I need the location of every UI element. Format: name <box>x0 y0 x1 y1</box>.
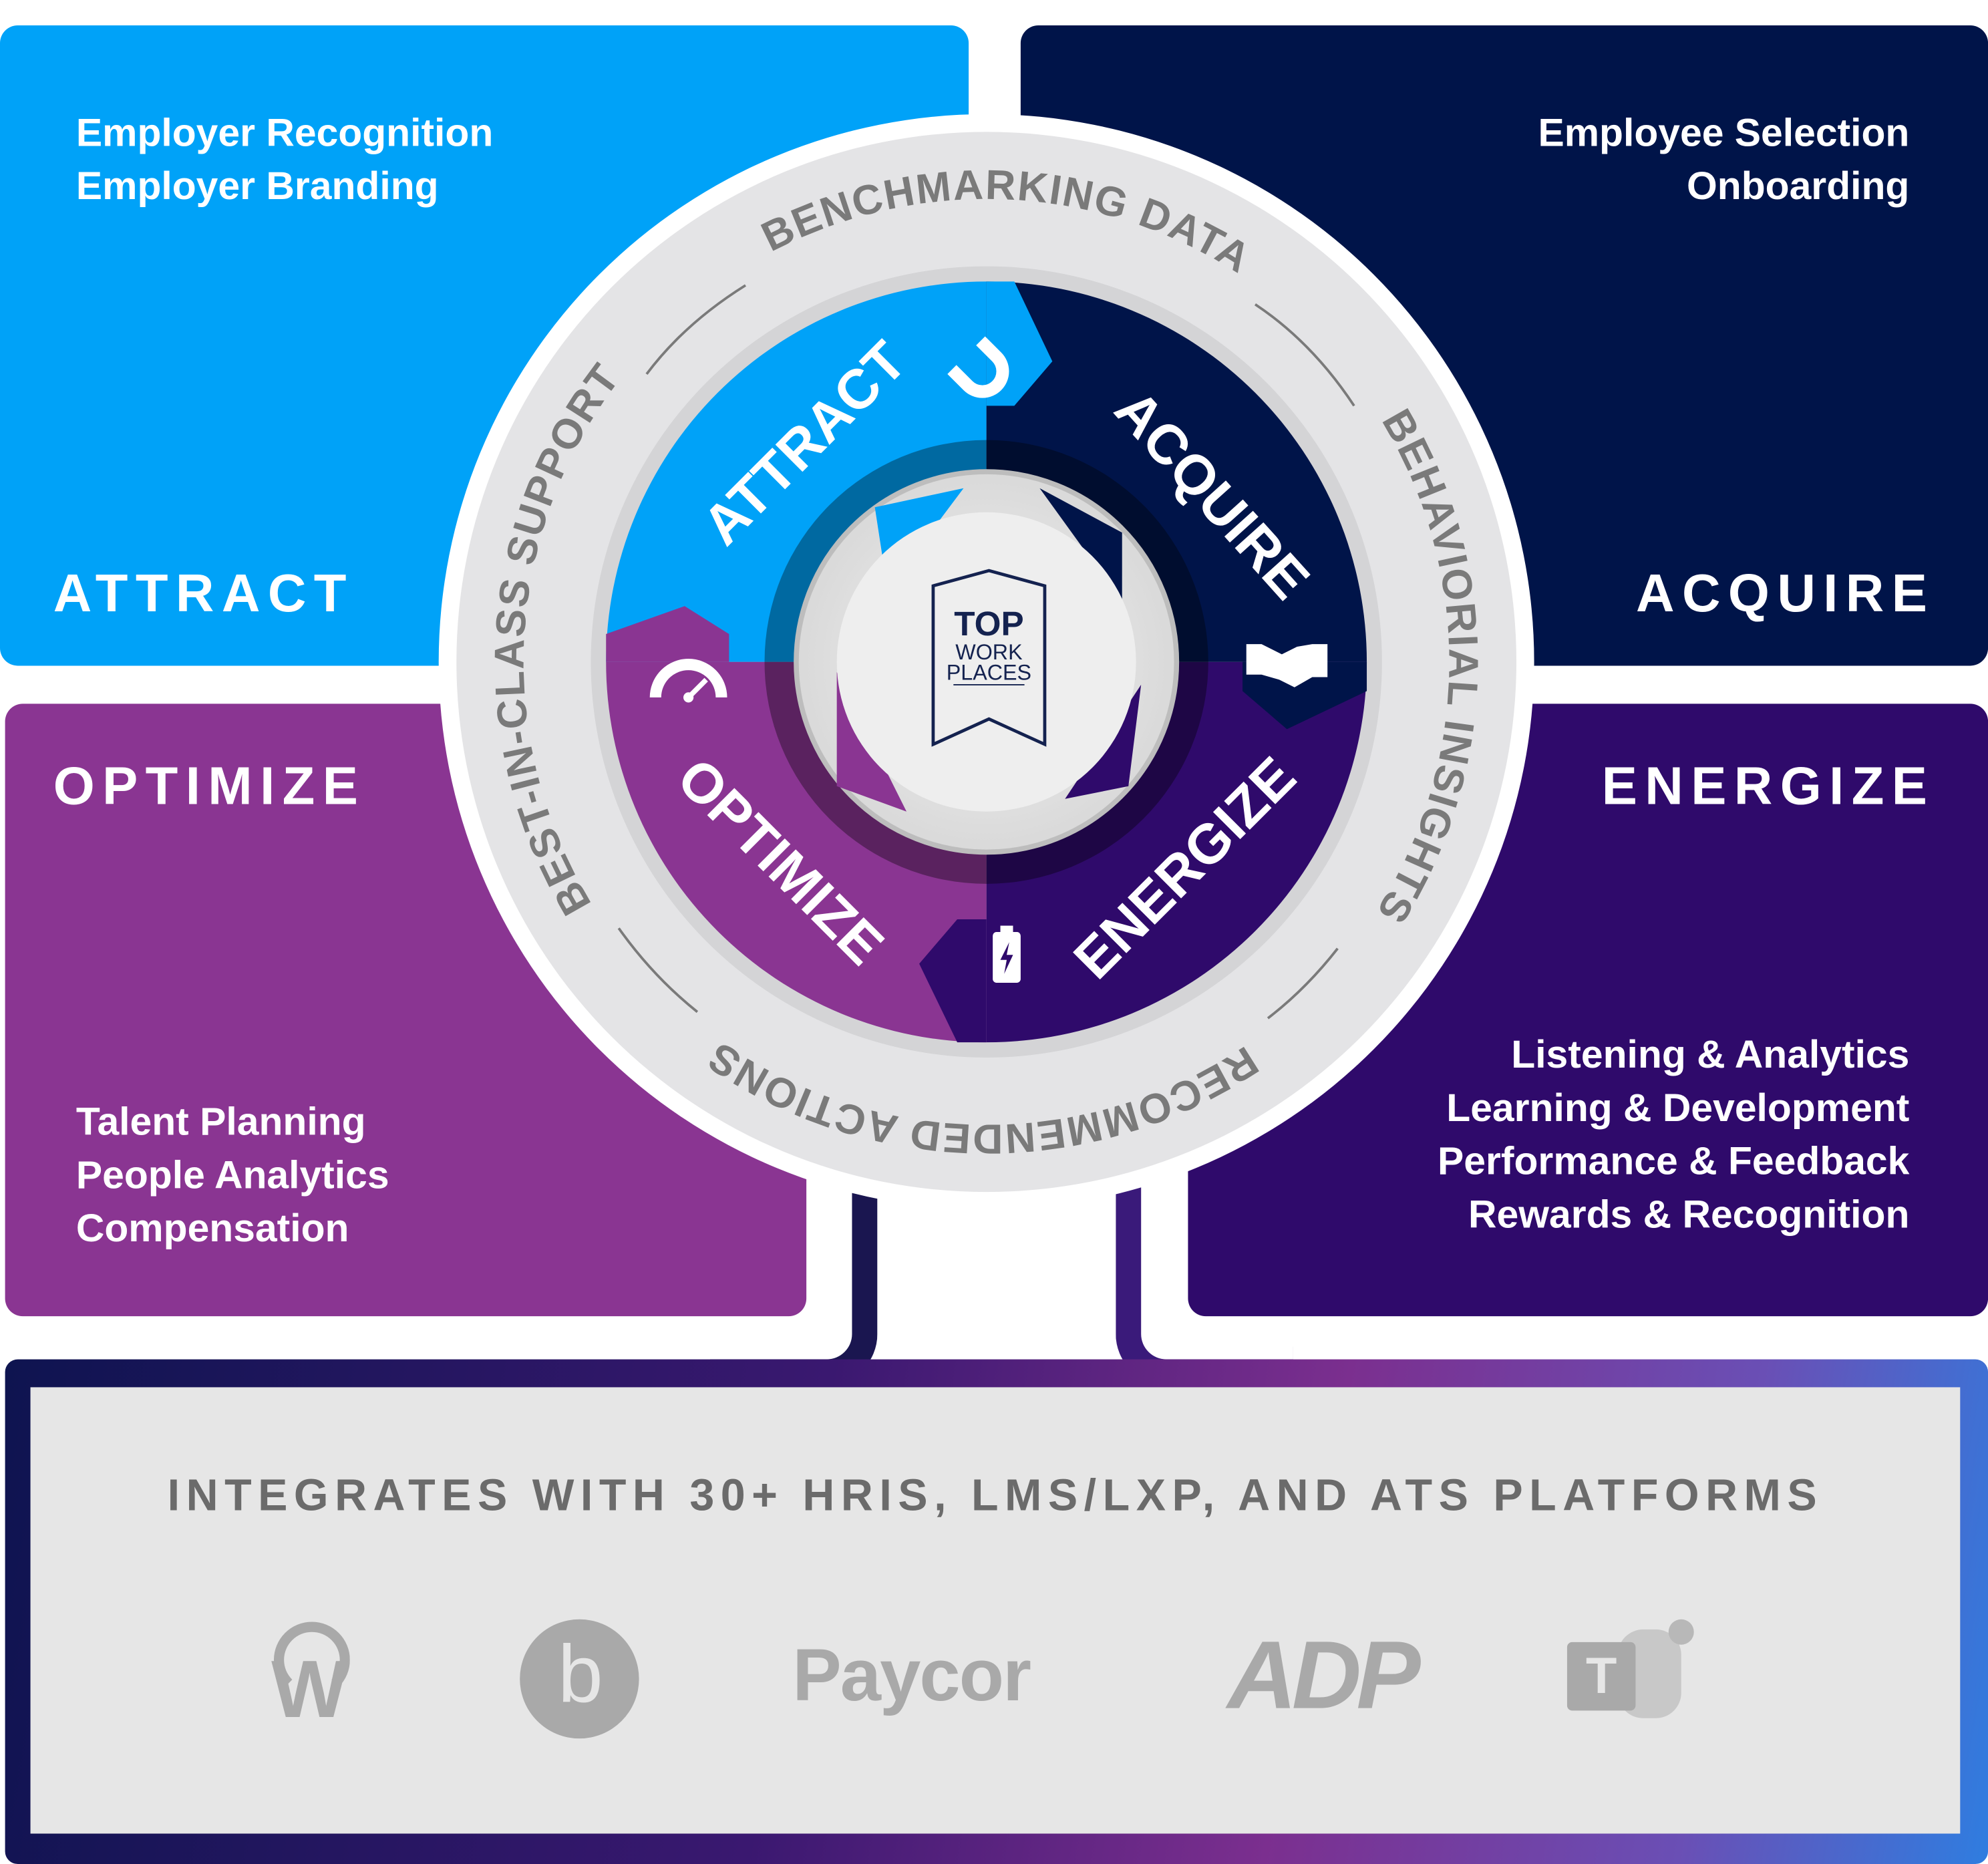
list-item: Employee Selection <box>1538 110 1910 155</box>
gauge-icon <box>649 659 727 703</box>
list-item: Compensation <box>75 1205 349 1251</box>
list-item: People Analytics <box>75 1152 389 1197</box>
list-item: Listening & Analytics <box>1511 1032 1910 1077</box>
list-item: Employer Branding <box>75 163 439 208</box>
optimize-list: Talent Planning People Analytics Compens… <box>76 1096 389 1255</box>
list-item: Onboarding <box>1686 163 1910 208</box>
workday-logo: W <box>267 1617 368 1734</box>
battery-icon <box>993 925 1021 983</box>
badge-top: TOP <box>954 605 1023 643</box>
optimize-title: OPTIMIZE <box>53 756 366 816</box>
bamboohr-logo-text: b <box>558 1628 603 1720</box>
paycor-logo: Paycor <box>792 1634 1031 1717</box>
teams-logo: T <box>1566 1617 1694 1731</box>
list-item: Rewards & Recognition <box>1468 1192 1910 1237</box>
integrations-heading: INTEGRATES WITH 30+ HRIS, LMS/LXP, AND A… <box>167 1470 1824 1521</box>
teams-logo-text: T <box>1566 1642 1636 1711</box>
bamboohr-logo: b <box>520 1619 639 1739</box>
acquire-list: Employee Selection Onboarding <box>1538 106 1909 212</box>
adp-logo: ADP <box>1227 1621 1420 1730</box>
magnet-icon <box>947 336 1009 398</box>
list-item: Learning & Development <box>1446 1085 1910 1130</box>
badge-work: WORK <box>955 640 1023 664</box>
list-item: Performance & Feedback <box>1438 1138 1910 1183</box>
cycle-arrows <box>617 284 1355 1020</box>
integrations-panel <box>30 1387 1961 1834</box>
attract-title: ATTRACT <box>53 563 354 623</box>
handshake-icon <box>1246 644 1328 687</box>
attract-list: Employer Recognition Employer Branding <box>76 106 493 212</box>
energize-list: Listening & Analytics Learning & Develop… <box>1438 1028 1909 1241</box>
top-workplaces-badge: TOP WORK PLACES <box>931 569 1047 747</box>
list-item: Employer Recognition <box>75 110 494 155</box>
workday-logo-text: W <box>271 1643 348 1735</box>
list-item: Talent Planning <box>75 1099 366 1144</box>
energize-title: ENERGIZE <box>1601 756 1935 816</box>
acquire-title: ACQUIRE <box>1636 563 1935 623</box>
badge-places: PLACES <box>947 660 1031 684</box>
